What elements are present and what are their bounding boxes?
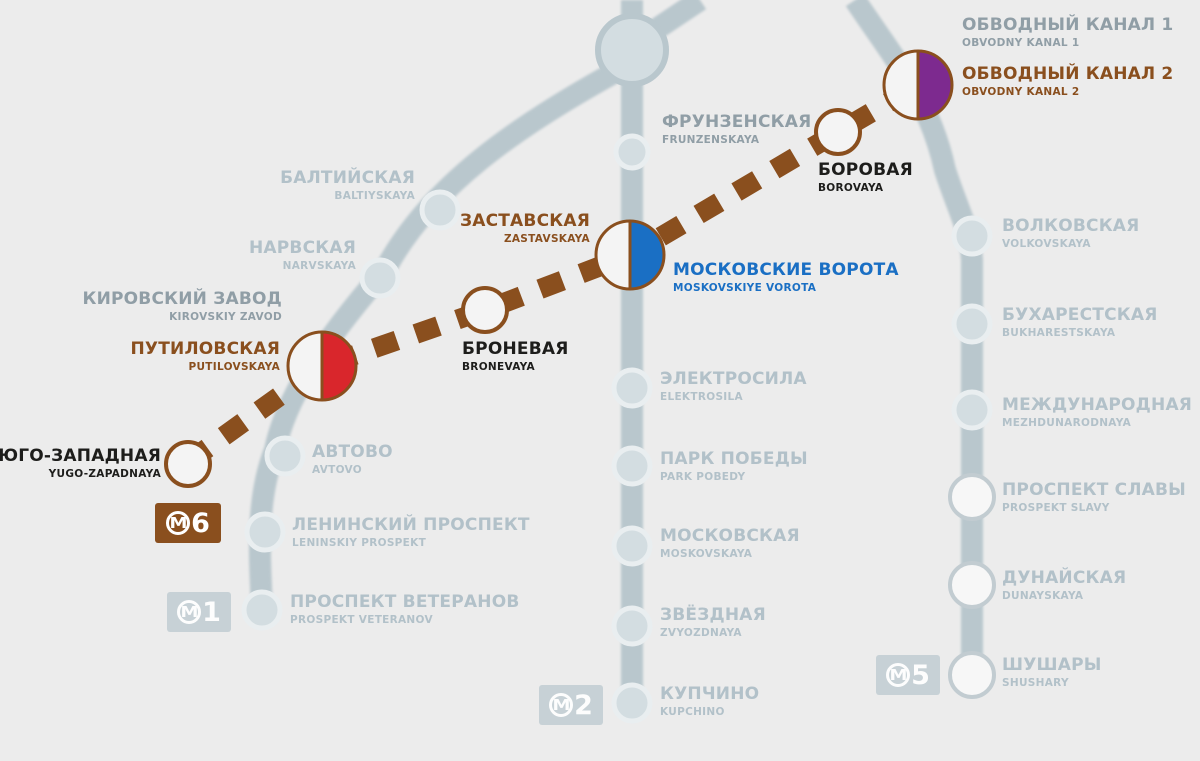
- line5-badge: M 5: [876, 655, 940, 695]
- label-putilovskaya: ПУТИЛОВСКАЯ PUTILOVSKAYA: [130, 339, 280, 373]
- label-mezhdunarodnaya: МЕЖДУНАРОДНАЯ MEZHDUNARODNAYA: [1002, 395, 1193, 429]
- interchange-obvodny: [882, 49, 954, 121]
- line2-badge: M 2: [539, 685, 603, 725]
- station-yugo-zapadnaya: [164, 440, 212, 488]
- label-baltiyskaya: БАЛТИЙСКАЯ BALTIYSKAYA: [280, 168, 415, 202]
- interchange-putilovskaya: [286, 330, 358, 402]
- metro-m-icon: M: [549, 693, 574, 717]
- interchange-zastavskaya: [594, 219, 666, 291]
- label-borovaya: БОРОВАЯ BOROVAYA: [818, 160, 913, 194]
- metro-m-icon: M: [886, 663, 911, 687]
- label-prospekt-slavy: ПРОСПЕКТ СЛАВЫ PROSPEKT SLAVY: [1002, 480, 1186, 514]
- station-volkovskaya: [951, 215, 993, 257]
- station-veteranov: [241, 589, 283, 631]
- label-bronevaya: БРОНЕВАЯ BRONEVAYA: [462, 339, 569, 373]
- faded-stations: [241, 13, 996, 724]
- line6-badge: M 6: [155, 503, 221, 543]
- label-shushary: ШУШАРЫ SHUSHARY: [1002, 655, 1102, 689]
- label-moskovskie-vorota: МОСКОВСКИЕ ВОРОТА MOSKOVSKIYE VOROTA: [673, 260, 899, 294]
- label-zvezdnaya: ЗВЁЗДНАЯ ZVYOZDNAYA: [660, 605, 766, 639]
- label-leninsky: ЛЕНИНСКИЙ ПРОСПЕКТ LENINSKIY PROSPEKT: [292, 515, 530, 549]
- line1-number: 1: [202, 596, 221, 628]
- label-dunayskaya: ДУНАЙСКАЯ DUNAYSKAYA: [1002, 568, 1127, 602]
- label-volkovskaya: ВОЛКОВСКАЯ VOLKOVSKAYA: [1002, 216, 1140, 250]
- station-dunayskaya: [948, 561, 996, 609]
- station-shushary: [948, 651, 996, 699]
- station-leninsky: [244, 511, 286, 553]
- metro-m-icon: M: [166, 511, 191, 535]
- metro-m-icon: M: [177, 600, 202, 624]
- label-yugo-zapadnaya: ЮГО-ЗАПАДНАЯ YUGO-ZAPADNAYA: [0, 446, 161, 480]
- line2-number: 2: [574, 689, 593, 721]
- station-elektrosila: [611, 367, 653, 409]
- label-moskovskaya: МОСКОВСКАЯ MOSKOVSKAYA: [660, 526, 800, 560]
- label-obvodny-1: ОБВОДНЫЙ КАНАЛ 1 OBVODNY KANAL 1: [962, 15, 1174, 49]
- label-kupchino: КУПЧИНО KUPCHINO: [660, 684, 760, 718]
- station-buharestskaya: [951, 303, 993, 345]
- line5-number: 5: [911, 659, 930, 691]
- label-zastavskaya: ЗАСТАВСКАЯ ZASTAVSKAYA: [459, 211, 590, 245]
- label-obvodny-2: ОБВОДНЫЙ КАНАЛ 2 OBVODNY KANAL 2: [962, 64, 1174, 98]
- label-frunzenskaya: ФРУНЗЕНСКАЯ FRUNZENSKAYA: [662, 112, 812, 146]
- label-narvskaya: НАРВСКАЯ NARVSKAYA: [248, 238, 356, 272]
- station-prospekt-slavy: [948, 473, 996, 521]
- label-buharestskaya: БУХАРЕСТСКАЯ BUKHARESTSKAYA: [1002, 305, 1158, 339]
- station-frunzenskaya: [595, 13, 669, 87]
- station-mezhdunarodnaya: [951, 389, 993, 431]
- station-zvezdnaya: [611, 605, 653, 647]
- line1-badge: M 1: [167, 592, 231, 632]
- station-avtovo: [264, 435, 306, 477]
- station-narvskaya: [359, 257, 401, 299]
- station-frunz-small: [613, 133, 651, 171]
- station-borovaya: [814, 108, 862, 156]
- label-avtovo: АВТОВО AVTOVO: [312, 442, 393, 476]
- station-bronevaya: [461, 286, 509, 334]
- station-kupchino: [611, 682, 653, 724]
- station-moskovskaya: [611, 525, 653, 567]
- label-elektrosila: ЭЛЕКТРОСИЛА ELEKTROSILA: [660, 369, 807, 403]
- label-kirovsky-zavod: КИРОВСКИЙ ЗАВОД KIROVSKIY ZAVOD: [82, 289, 282, 323]
- station-park-pobedy: [611, 445, 653, 487]
- label-prospekt-veteranov: ПРОСПЕКТ ВЕТЕРАНОВ PROSPEKT VETERANOV: [290, 592, 520, 626]
- line6-number: 6: [191, 507, 210, 539]
- label-park-pobedy: ПАРК ПОБЕДЫ PARK POBEDY: [660, 449, 808, 483]
- station-baltiyskaya: [419, 189, 461, 231]
